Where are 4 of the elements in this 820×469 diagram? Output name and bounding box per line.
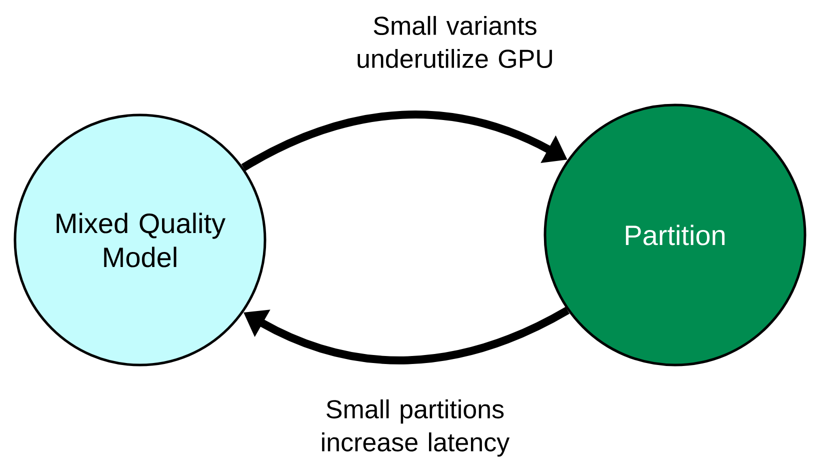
circle-node: Partition <box>544 104 806 366</box>
circle-node: Mixed Quality Model <box>14 114 266 366</box>
edge-label: Small partitions increase latency <box>322 399 510 457</box>
edge-label: Small variants underutilize GPU <box>358 16 552 68</box>
